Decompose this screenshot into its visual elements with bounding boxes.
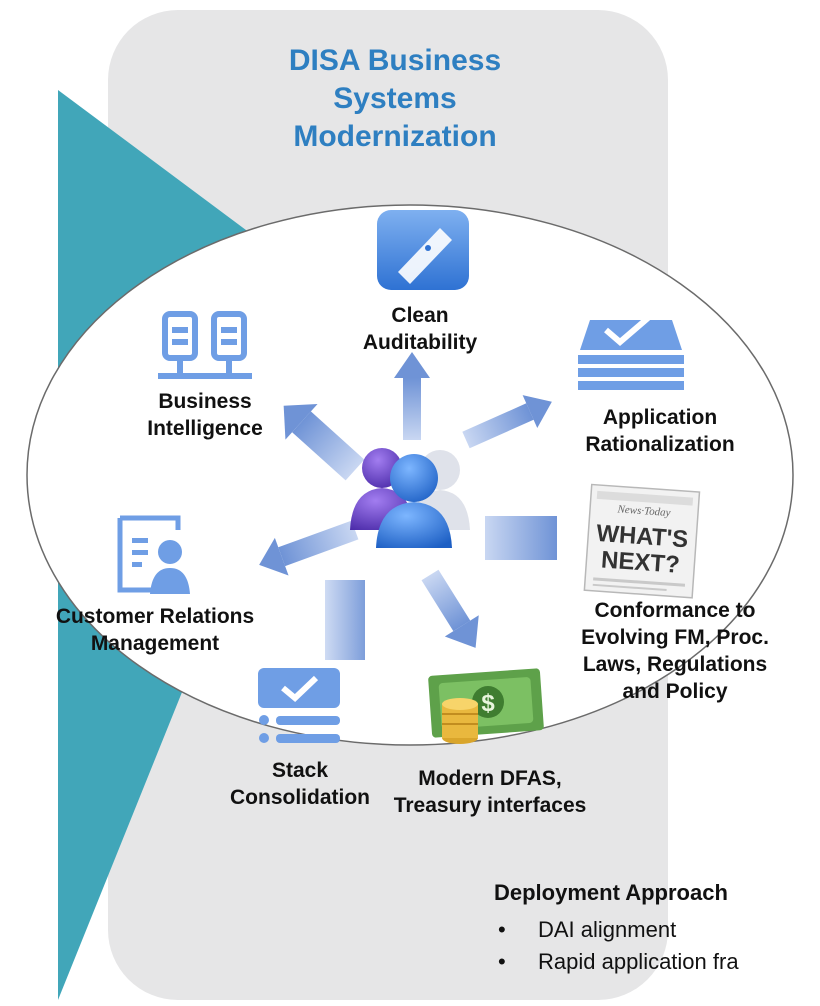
deployment-approach-title: Deployment Approach xyxy=(494,880,728,905)
spoke-arrows xyxy=(259,352,557,660)
arrow-to-conformance xyxy=(485,516,557,560)
label-line: Conformance to xyxy=(594,599,756,622)
deployment-item: •DAI alignment xyxy=(498,917,677,942)
label-stack-consolidation: Stack Consolidation xyxy=(225,757,375,811)
label-line: Treasury interfaces xyxy=(393,794,587,817)
label-line: Consolidation xyxy=(230,786,370,809)
label-line: Auditability xyxy=(362,331,478,354)
svg-text:NEXT?: NEXT? xyxy=(600,546,680,578)
label-line: and Policy xyxy=(622,680,728,703)
label-customer-relations: Customer Relations Management xyxy=(30,603,280,657)
money-icon: $ xyxy=(428,668,544,744)
label-line: Laws, Regulations xyxy=(582,653,768,676)
label-business-intelligence: Business Intelligence xyxy=(130,388,280,442)
arrow-to-business-intelligence xyxy=(283,403,365,481)
svg-text:WHAT'S: WHAT'S xyxy=(595,520,689,553)
label-line: Stack xyxy=(271,759,329,782)
arrow-to-stack-consolidation xyxy=(325,580,365,660)
svg-text:News·Today: News·Today xyxy=(616,503,671,519)
label-line: Customer Relations xyxy=(55,605,255,628)
newspaper-icon: News·Today WHAT'S NEXT? xyxy=(583,483,701,599)
contact-card-icon xyxy=(117,515,190,594)
label-line: Clean xyxy=(391,304,449,327)
label-line: Application xyxy=(602,406,718,429)
label-line: Modern DFAS, xyxy=(418,767,562,790)
arrow-to-clean-auditability xyxy=(394,352,430,440)
label-line: Rationalization xyxy=(585,433,735,456)
deployment-item: •Rapid application fra xyxy=(498,949,739,974)
pen-icon xyxy=(377,210,469,290)
label-application-rationalization: Application Rationalization xyxy=(560,404,760,458)
arrow-to-modern-dfas xyxy=(421,569,479,648)
label-line: Management xyxy=(90,632,220,655)
layers-check-icon xyxy=(578,315,684,390)
deployment-list: •DAI alignment •Rapid application fra xyxy=(498,914,739,978)
network-servers-icon xyxy=(158,311,252,379)
arrow-to-application-rationalization xyxy=(462,395,552,449)
svg-text:$: $ xyxy=(481,690,495,717)
label-line: Intelligence xyxy=(147,417,263,440)
label-modern-dfas: Modern DFAS, Treasury interfaces xyxy=(370,765,610,819)
label-line: Business xyxy=(158,390,252,413)
label-clean-auditability: Clean Auditability xyxy=(350,302,490,356)
users-group-icon xyxy=(350,448,470,548)
label-line: Evolving FM, Proc. xyxy=(581,626,769,649)
arrow-to-customer-relations xyxy=(259,520,359,576)
label-conformance: Conformance to Evolving FM, Proc. Laws, … xyxy=(550,597,800,705)
diagram-title: DISA Business Systems Modernization xyxy=(288,44,502,153)
checklist-icon xyxy=(258,668,340,743)
